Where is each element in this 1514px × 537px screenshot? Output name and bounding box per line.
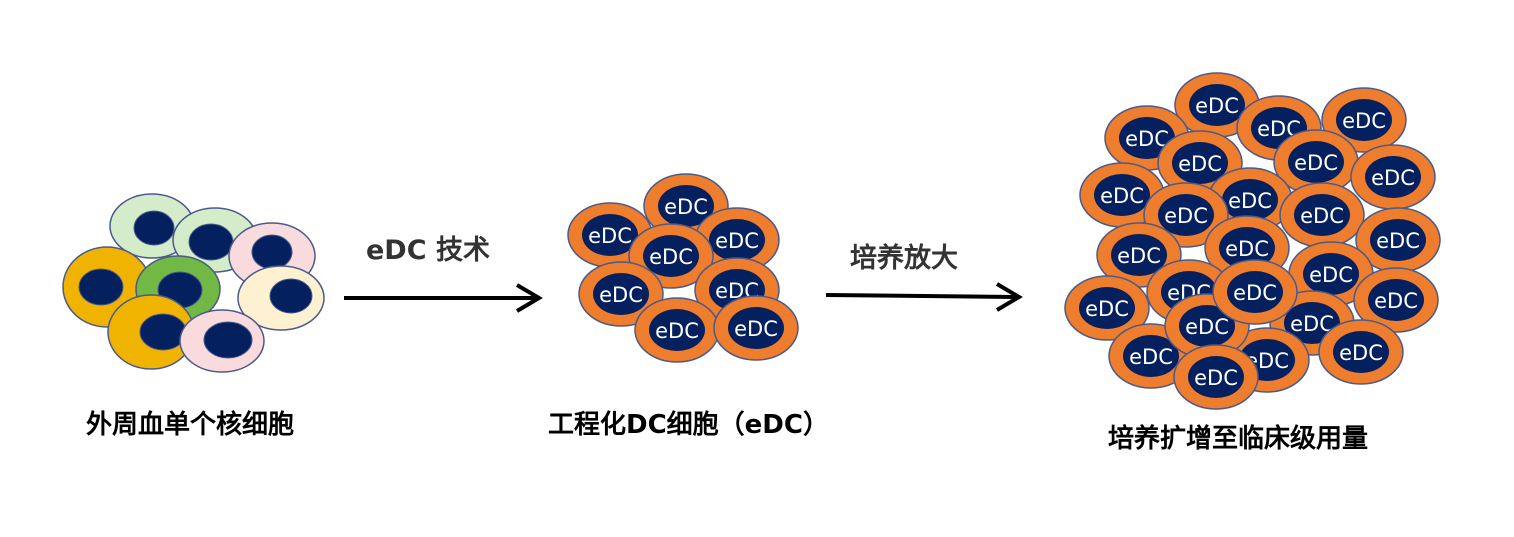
edc-cell: eDC xyxy=(1355,207,1441,273)
edc-cell: eDC xyxy=(1353,267,1439,333)
edc-cell-label: eDC xyxy=(1309,263,1353,287)
edc-cell: eDC xyxy=(694,207,780,273)
pbmc-cell xyxy=(237,265,325,331)
edc-cell-label: eDC xyxy=(655,319,699,343)
edc-cell-label: eDC xyxy=(734,317,778,341)
arrow-2-label: 培养放大 xyxy=(850,243,958,274)
edc-cell-label: eDC xyxy=(1371,166,1415,190)
edc-cell-label: eDC xyxy=(1290,312,1334,336)
edc-cell: eDC xyxy=(1318,319,1404,385)
edc-cell: eDC xyxy=(1321,87,1407,153)
edc-cell-label: eDC xyxy=(588,224,632,248)
edc-cell-label: eDC xyxy=(1100,184,1144,208)
edc-cell-label: eDC xyxy=(1376,229,1420,253)
edc-cell: eDC xyxy=(713,295,799,361)
arrow-2 xyxy=(825,282,1023,312)
edc-cell: eDC xyxy=(1173,344,1259,410)
edc-cell-label: eDC xyxy=(1164,204,1208,228)
edc-cell-label: eDC xyxy=(1195,94,1239,118)
pbmc-cluster xyxy=(62,193,325,373)
edc-cell-label: eDC xyxy=(649,245,693,269)
pbmc-cell xyxy=(107,294,195,370)
edc-cell-label: eDC xyxy=(1342,109,1386,133)
edc-cell-label: eDC xyxy=(1374,289,1418,313)
edc-cell: eDC xyxy=(1288,241,1374,307)
edc-cell: eDC xyxy=(578,261,664,327)
arrow-1-label: eDC 技术 xyxy=(366,235,490,266)
edc-cell-label: eDC xyxy=(1233,281,1277,305)
arrow-1 xyxy=(344,283,543,313)
edc-cell-label: eDC xyxy=(1300,204,1344,228)
edc-cell: eDC xyxy=(1212,259,1298,325)
stage-3-caption: 培养扩增至临床级用量 xyxy=(1108,424,1369,454)
edc-cell-label: eDC xyxy=(664,195,708,219)
edc-cell-label: eDC xyxy=(1339,341,1383,365)
edc-cell-label: eDC xyxy=(1194,366,1238,390)
edc-cell-label: eDC xyxy=(1085,297,1129,321)
edc-cell-label: eDC xyxy=(1117,244,1161,268)
edc-cell-label: eDC xyxy=(1129,345,1173,369)
edc-cell-label: eDC xyxy=(1185,315,1229,339)
edc-cell-label: eDC xyxy=(1225,237,1269,261)
edc-cell-label: eDC xyxy=(1294,151,1338,175)
stage-1-caption: 外周血单个核细胞 xyxy=(86,410,295,440)
edc-cell: eDC xyxy=(1350,144,1436,210)
edc-cell: eDC xyxy=(1224,327,1310,393)
edc-cell: eDC xyxy=(1279,182,1365,248)
edc-cell-label: eDC xyxy=(1228,189,1272,213)
edc-cell: eDC xyxy=(1064,275,1150,341)
pbmc-cell xyxy=(179,309,265,373)
edc-cell-label: eDC xyxy=(1178,152,1222,176)
edc-cell: eDC xyxy=(634,297,720,363)
edc-cell-label: eDC xyxy=(1125,127,1169,151)
edc-cell-label: eDC xyxy=(599,283,643,307)
stage-2-caption: 工程化DC细胞（eDC） xyxy=(548,410,829,440)
edc-cell-label: eDC xyxy=(715,229,759,253)
